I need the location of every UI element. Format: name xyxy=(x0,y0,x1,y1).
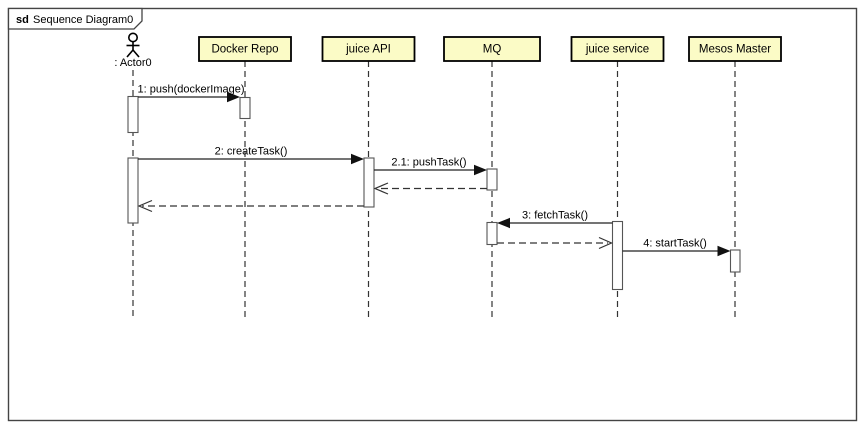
lifeline-head-juice-service xyxy=(570,36,665,62)
activation-mq-1 xyxy=(486,168,498,191)
lifeline-label-juice-service: juice service xyxy=(585,44,649,56)
lifeline-head-docker-repo xyxy=(198,36,292,62)
activation-juice-service xyxy=(611,220,624,291)
lifeline-head-mq xyxy=(443,36,541,62)
arrowhead-push-task xyxy=(474,164,487,176)
actor-label: : Actor0 xyxy=(114,57,151,69)
actor-head xyxy=(128,32,139,43)
frame-keyword: sd xyxy=(16,14,29,26)
lifeline-head-mesos-master xyxy=(688,36,782,62)
message-label-fetch-task: 3: fetchTask() xyxy=(522,210,588,222)
activation-actor-2 xyxy=(127,157,139,224)
frame-title: Sequence Diagram0 xyxy=(33,14,133,26)
lifeline-label-juice-api: juice API xyxy=(345,44,391,56)
actor-leg-right xyxy=(132,49,140,58)
diagram-frame xyxy=(7,7,858,422)
lifeline-label-mesos-master: Mesos Master xyxy=(699,44,771,56)
message-label-create-task: 2: createTask() xyxy=(215,146,288,158)
lifeline-head-juice-api xyxy=(321,36,416,62)
arrowhead-push-docker-image xyxy=(227,91,240,103)
arrowhead-fetch-task xyxy=(497,217,510,229)
message-label-push-task: 2.1: pushTask() xyxy=(391,157,466,169)
activation-docker-repo xyxy=(239,96,251,120)
message-group xyxy=(138,96,719,252)
frame-title-tab xyxy=(7,7,143,30)
lifeline-label-mq: MQ xyxy=(483,44,502,56)
activation-mesos-master xyxy=(729,249,741,273)
lifeline-label-docker-repo: Docker Repo xyxy=(211,44,278,56)
arrowhead-start-task xyxy=(717,245,731,257)
reply-arrowhead-mq-to-juiceservice xyxy=(598,236,613,250)
reply-arrowhead-mq-to-juiceapi xyxy=(373,182,389,195)
reply-arrowhead-juiceapi-to-actor xyxy=(137,199,153,213)
activation-mq-2 xyxy=(486,221,498,246)
activation-group xyxy=(127,95,741,291)
activation-actor-1 xyxy=(127,95,139,134)
activation-juice-api xyxy=(363,157,375,208)
message-label-push-docker-image: 1: push(dockerImage) xyxy=(138,84,245,96)
actor-icon xyxy=(126,32,140,58)
actor-leg-left xyxy=(126,49,134,58)
message-label-start-task: 4: startTask() xyxy=(643,238,707,250)
arrowhead-create-task xyxy=(351,153,364,165)
reply-group xyxy=(137,182,613,250)
message-arrowheads xyxy=(227,91,731,257)
